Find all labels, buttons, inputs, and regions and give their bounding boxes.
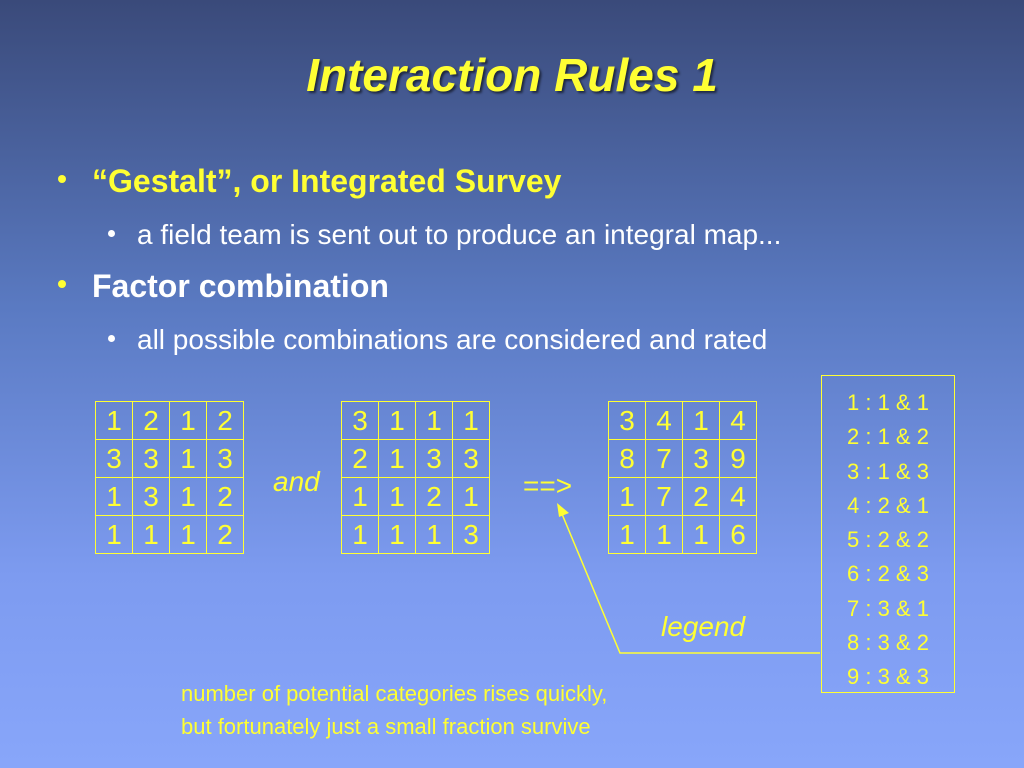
arrow-label: ==> <box>523 470 573 501</box>
grid-cell: 2 <box>206 477 244 516</box>
grid-cell: 2 <box>415 477 453 516</box>
grid-cell: 1 <box>645 515 683 554</box>
grid-cell: 2 <box>132 401 170 440</box>
grid-cell: 1 <box>378 515 416 554</box>
grid-cell: 1 <box>682 401 720 440</box>
legend-item: 4 : 2 & 1 <box>847 492 929 518</box>
grid-cell: 3 <box>95 439 133 478</box>
bullet-factor-combination: Factor combination <box>58 268 389 305</box>
legend-label: legend <box>661 611 746 642</box>
grid-cell: 1 <box>415 515 453 554</box>
sub-bullet-field-team: a field team is sent out to produce an i… <box>108 219 782 251</box>
grid-cell: 4 <box>645 401 683 440</box>
grid-cell: 1 <box>169 401 207 440</box>
grid-cell: 3 <box>132 477 170 516</box>
grid-cell: 4 <box>719 477 757 516</box>
grid-cell: 2 <box>206 401 244 440</box>
grid-cell: 3 <box>452 515 490 554</box>
grid-cell: 3 <box>452 439 490 478</box>
grid-cell: 1 <box>608 477 646 516</box>
legend-item: 5 : 2 & 2 <box>847 527 929 553</box>
bullet-factor-combination-text: Factor combination <box>92 268 389 304</box>
grid-cell: 2 <box>682 477 720 516</box>
legend-item: 2 : 1 & 2 <box>847 424 929 450</box>
grid-cell: 3 <box>608 401 646 440</box>
grid-cell: 1 <box>169 515 207 554</box>
grid-cell: 1 <box>95 401 133 440</box>
grid-cell: 1 <box>341 477 379 516</box>
legend-item: 8 : 3 & 2 <box>847 630 929 656</box>
bullet-dot-icon <box>58 280 66 288</box>
grid-cell: 1 <box>378 401 416 440</box>
slide-title: Interaction Rules 1 <box>306 49 718 101</box>
legend-item: 6 : 2 & 3 <box>847 561 929 587</box>
sub-bullet-combinations: all possible combinations are considered… <box>108 324 768 356</box>
grid-cell: 6 <box>719 515 757 554</box>
grid-cell: 7 <box>645 439 683 478</box>
grid-cell: 1 <box>95 515 133 554</box>
grid-cell: 8 <box>608 439 646 478</box>
legend-item: 7 : 3 & 1 <box>847 595 929 621</box>
grid-cell: 1 <box>452 477 490 516</box>
bullet-gestalt: “Gestalt”, or Integrated Survey <box>58 163 562 200</box>
grid-cell: 1 <box>608 515 646 554</box>
and-label: and <box>273 466 320 497</box>
grid-cell: 3 <box>415 439 453 478</box>
grid-cell: 1 <box>341 515 379 554</box>
grid-cell: 3 <box>682 439 720 478</box>
bullet-dot-icon <box>108 335 115 342</box>
grid-cell: 3 <box>132 439 170 478</box>
grid-cell: 1 <box>378 477 416 516</box>
legend-item: 3 : 1 & 3 <box>847 458 929 484</box>
bullet-dot-icon <box>108 230 115 237</box>
grid-cell: 1 <box>169 477 207 516</box>
footnote-line-2: but fortunately just a small fraction su… <box>181 714 591 739</box>
grid-cell: 1 <box>452 401 490 440</box>
sub-bullet-field-team-text: a field team is sent out to produce an i… <box>137 219 782 250</box>
legend-item: 1 : 1 & 1 <box>847 390 929 415</box>
grid-cell: 9 <box>719 439 757 478</box>
legend-box: 1 : 1 & 1 2 : 1 & 2 3 : 1 & 3 4 : 2 & 1 5 : … <box>821 375 955 693</box>
grid-cell: 1 <box>132 515 170 554</box>
footnote-line-1: number of potential categories rises qui… <box>181 681 608 706</box>
grid-cell: 4 <box>719 401 757 440</box>
legend-item: 9 : 3 & 3 <box>847 664 929 690</box>
grid-cell: 1 <box>95 477 133 516</box>
grid-cell: 3 <box>206 439 244 478</box>
grid-cell: 1 <box>415 401 453 440</box>
grid-cell: 1 <box>169 439 207 478</box>
grid-cell: 1 <box>378 439 416 478</box>
bullet-dot-icon <box>58 175 66 183</box>
grid-cell: 1 <box>682 515 720 554</box>
grid-cell: 3 <box>341 401 379 440</box>
bullet-gestalt-text: “Gestalt”, or Integrated Survey <box>92 163 562 199</box>
sub-bullet-combinations-text: all possible combinations are considered… <box>137 324 768 355</box>
grid-cell: 2 <box>341 439 379 478</box>
grid-cell: 2 <box>206 515 244 554</box>
footnote: number of potential categories rises qui… <box>181 677 607 743</box>
grid-cell: 7 <box>645 477 683 516</box>
